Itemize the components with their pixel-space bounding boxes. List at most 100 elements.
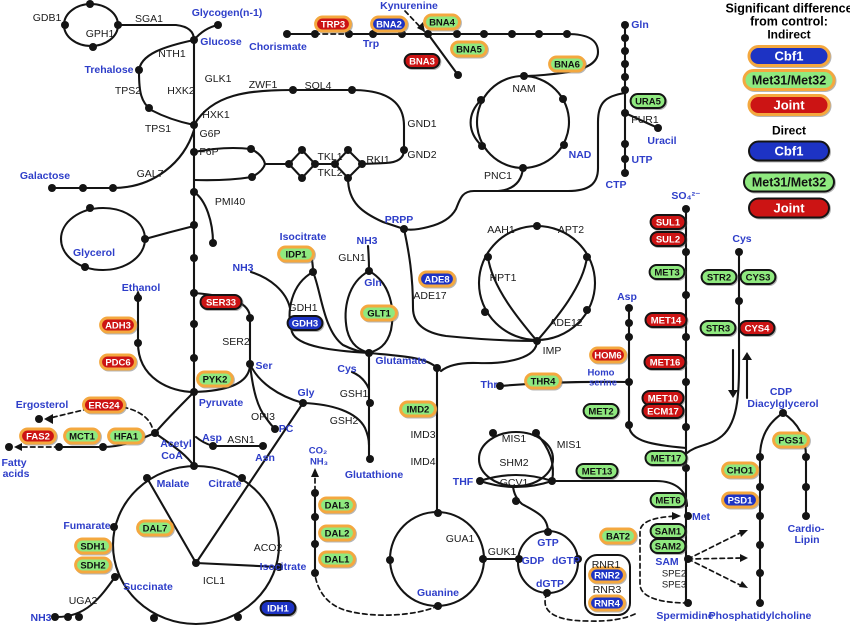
- label-ser: Ser: [256, 360, 273, 372]
- node-dot: [51, 613, 59, 621]
- pill-shape: [259, 600, 297, 616]
- pill-label: PDC6: [105, 357, 130, 368]
- label-cys: Cys: [732, 233, 751, 245]
- node-dot: [298, 174, 306, 182]
- node-dot: [400, 146, 408, 154]
- node-dot: [75, 613, 83, 621]
- pill-bna4: BNA4: [423, 13, 461, 31]
- label-gdb1: GDB1: [33, 12, 62, 24]
- label-glycogen-n-1: Glycogen(n-1): [192, 7, 263, 19]
- node-dot: [234, 613, 242, 621]
- pill-hfa1: HFA1: [107, 427, 145, 445]
- node-dot: [453, 30, 461, 38]
- pill-met10: MET10: [641, 390, 685, 406]
- label-spe3: SPE3: [662, 579, 686, 590]
- edge: [192, 362, 252, 394]
- pill-label: SAM2: [655, 541, 681, 552]
- edge: [402, 227, 539, 343]
- pill-shape: [644, 312, 688, 328]
- pill-sdh1: SDH1: [74, 537, 112, 555]
- node-dot: [344, 174, 352, 182]
- node-dot: [135, 66, 143, 74]
- label-gcv1: GCV1: [500, 477, 529, 489]
- label-asn: Asn: [255, 452, 275, 464]
- label-lipin: Lipin: [794, 534, 819, 546]
- node-dot: [365, 267, 373, 275]
- label-prpp: PRPP: [385, 214, 414, 226]
- label-indirect: Indirect: [767, 27, 810, 41]
- node-dot: [299, 399, 307, 407]
- node-dot: [214, 21, 222, 29]
- pill-shape: [196, 370, 234, 388]
- node-dot: [625, 304, 633, 312]
- label-diacylglycerol: Diacylglycerol: [747, 398, 818, 410]
- label-serine: serine: [589, 377, 617, 388]
- pill-label: IMD2: [407, 404, 430, 415]
- legend-pill-met31-met32: Met31/Met32: [742, 69, 836, 91]
- pill-shape: [743, 171, 835, 193]
- node-dot: [114, 21, 122, 29]
- pill-imd2: IMD2: [399, 400, 437, 418]
- label-glk1: GLK1: [205, 73, 232, 85]
- label-gtp: GTP: [537, 537, 559, 549]
- pill-shape: [582, 403, 620, 419]
- pill-shape: [649, 492, 687, 508]
- node-dot: [682, 248, 690, 256]
- label-asn1: ASN1: [227, 434, 255, 446]
- pill-label: RNR4: [594, 598, 621, 609]
- node-dot: [81, 263, 89, 271]
- label-utp: UTP: [632, 154, 653, 166]
- label-gdp: GDP: [522, 555, 545, 567]
- label-glutathione: Glutathione: [345, 469, 403, 481]
- arrowhead: [44, 414, 53, 424]
- pill-label: DAL2: [325, 528, 350, 539]
- label-guk1: GUK1: [488, 546, 517, 558]
- pill-label: MCT1: [69, 431, 96, 442]
- legend-pill-cbf1: Cbf1: [748, 140, 830, 162]
- label-ser2: SER2: [222, 336, 250, 348]
- label-sol4: SOL4: [305, 80, 332, 92]
- pill-label: BNA5: [456, 44, 483, 55]
- pill-label: MET14: [651, 315, 682, 326]
- label-nam: NAM: [512, 83, 535, 95]
- pill-shape: [649, 538, 687, 554]
- pill-label: MET3: [654, 267, 679, 278]
- pill-label: Joint: [773, 201, 805, 216]
- label-glucose: Glucose: [200, 36, 242, 48]
- pill-label: URA5: [635, 96, 662, 107]
- label-aah1: AAH1: [487, 224, 515, 236]
- node-dot: [802, 453, 810, 461]
- pill-sdh2: SDH2: [74, 556, 112, 574]
- pill-shape: [399, 400, 437, 418]
- label-icl1: ICL1: [203, 575, 225, 587]
- node-dot: [190, 388, 198, 396]
- pill-label: ECM17: [647, 406, 679, 417]
- legend-pill-cbf1: Cbf1: [747, 45, 831, 67]
- node-dot: [559, 95, 567, 103]
- pill-idh1: IDH1: [259, 600, 297, 616]
- edge: [535, 255, 589, 343]
- pill-label: GLT1: [367, 308, 391, 319]
- pill-met16: MET16: [643, 354, 687, 370]
- pill-shape: [588, 594, 626, 612]
- node-dot: [259, 442, 267, 450]
- label-nh3: NH3: [30, 612, 51, 624]
- label-gln1: GLN1: [338, 252, 366, 264]
- node-dot: [802, 483, 810, 491]
- label-ade17: ADE17: [413, 290, 446, 302]
- pill-idp1: IDP1: [277, 245, 315, 263]
- label-hxk2: HXK2: [167, 85, 195, 97]
- node-dot: [625, 333, 633, 341]
- arrowhead: [728, 390, 738, 398]
- pill-rnr2: RNR2: [588, 566, 626, 584]
- node-dot: [344, 146, 352, 154]
- label-gly: Gly: [298, 387, 315, 399]
- pill-ser33: SER33: [199, 294, 243, 310]
- label-galactose: Galactose: [20, 170, 70, 182]
- pill-label: MET6: [655, 495, 680, 506]
- label-fur1: FUR1: [631, 114, 659, 126]
- node-dot: [682, 378, 690, 386]
- label-tkl2: TKL2: [317, 167, 342, 179]
- edge: [192, 88, 406, 166]
- label-rki1: RKI1: [366, 154, 390, 166]
